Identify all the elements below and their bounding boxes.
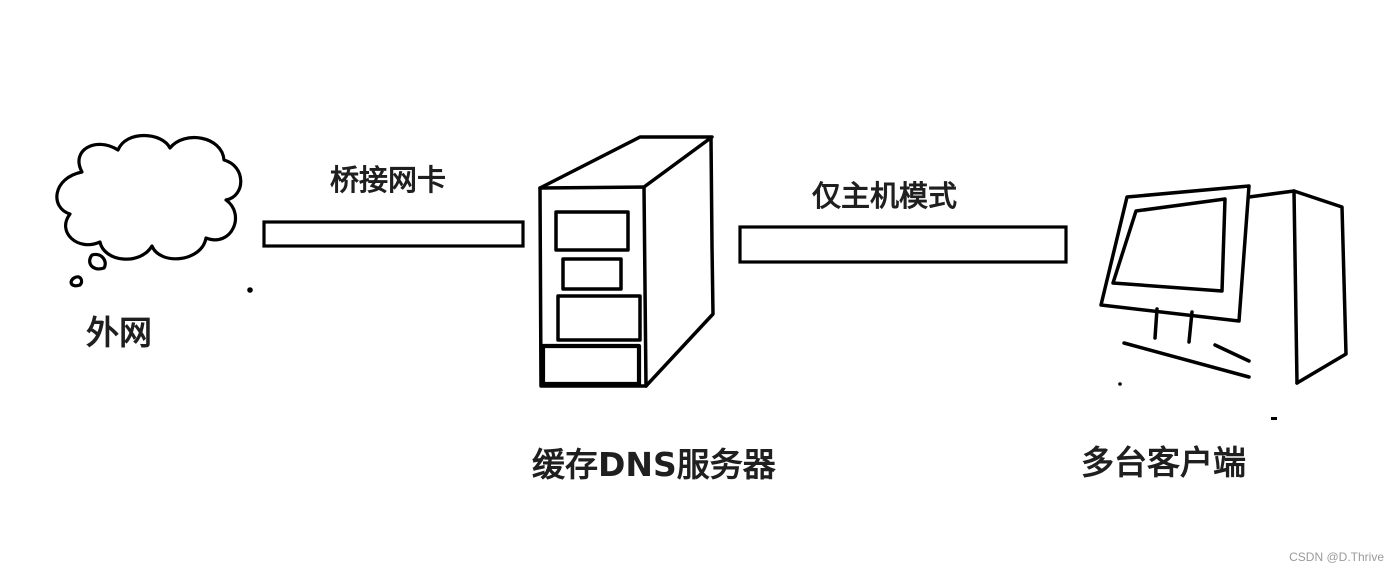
bridge-link-label: 桥接网卡 [330, 163, 447, 197]
desktop-computer-icon [1099, 184, 1348, 420]
watermark: CSDN @D.Thrive [1289, 550, 1384, 564]
internet-label: 外网 [86, 313, 152, 352]
clients-label: 多台客户端 [1081, 443, 1246, 482]
cloud-icon [55, 134, 253, 293]
server-tower-icon [538, 135, 715, 388]
host-only-link [738, 225, 1068, 264]
bridge-link [262, 220, 525, 248]
host-only-link-label: 仅主机模式 [812, 179, 958, 213]
server-label: 缓存DNS服务器 [532, 445, 776, 484]
